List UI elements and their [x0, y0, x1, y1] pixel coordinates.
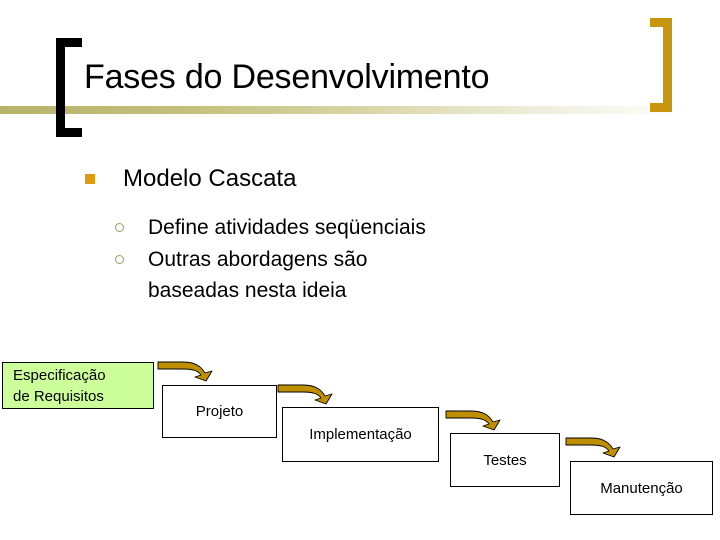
title-bar: Fases do Desenvolvimento: [0, 0, 720, 150]
page-title: Fases do Desenvolvimento: [84, 58, 490, 96]
circle-bullet-icon: [115, 255, 124, 264]
bullet-level2-label: Outras abordagens são: [148, 248, 368, 271]
right-bracket-decoration: [650, 18, 672, 112]
phase-label: Projeto: [195, 403, 244, 420]
phase-label: Especificação de Requisitos: [13, 366, 106, 405]
circle-bullet-icon: [115, 223, 124, 232]
bent-arrow-icon: [565, 436, 627, 464]
title-divider-rule: [0, 106, 720, 114]
phase-box-testes[interactable]: Testes: [450, 433, 560, 487]
bent-arrow-icon: [277, 383, 339, 411]
bullet-level2-label: Define atividades seqüenciais: [148, 216, 426, 239]
bullet-level1-label: Modelo Cascata: [123, 165, 297, 192]
bullet-item-modelo-cascata: Modelo Cascata: [85, 164, 605, 194]
phase-label: Implementação: [309, 426, 412, 443]
phase-box-manutencao[interactable]: Manutenção: [570, 461, 713, 515]
phase-box-implementacao[interactable]: Implementação: [282, 407, 439, 462]
bent-arrow-icon: [445, 409, 507, 437]
phase-label: Testes: [483, 451, 527, 469]
bent-arrow-icon: [157, 360, 219, 388]
phase-label: Manutenção: [600, 479, 683, 497]
bullet-level2-label-continuation: baseadas nesta ideia: [148, 279, 347, 302]
phase-box-especificacao-de-requisitos[interactable]: Especificação de Requisitos: [2, 362, 154, 409]
left-bracket-decoration: [56, 38, 82, 137]
square-bullet-icon: [85, 174, 95, 184]
phase-box-projeto[interactable]: Projeto: [162, 385, 277, 438]
